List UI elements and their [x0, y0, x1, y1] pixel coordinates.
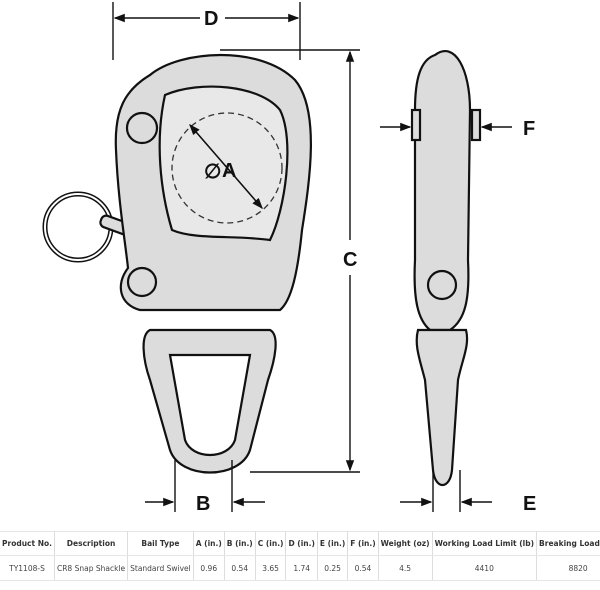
col-header: Product No. — [0, 531, 55, 556]
cell-working-load-limit: 4410 — [432, 555, 538, 581]
col-header: B (in.) — [224, 531, 256, 556]
cell-d: 1.74 — [285, 555, 318, 581]
table-header-row: Product No. Description Bail Type A (in.… — [0, 531, 600, 556]
cell-bail-type: Standard Swivel — [127, 555, 194, 581]
col-header: Weight (oz) — [378, 531, 433, 556]
cell-product-no: TY1108-S — [0, 555, 55, 581]
label-e: E — [523, 493, 536, 515]
col-header: Breaking Load (lb) — [536, 531, 600, 556]
cell-f: 0.54 — [347, 555, 379, 581]
cell-description: CR8 Snap Shackle — [54, 555, 129, 581]
col-header: E (in.) — [317, 531, 349, 556]
cell-breaking-load: 8820 — [536, 555, 600, 581]
col-header: C (in.) — [255, 531, 287, 556]
cell-b: 0.54 — [224, 555, 256, 581]
label-d: D — [204, 8, 218, 30]
snap-shackle-diagram: ∅ A D C F B E — [42, 2, 536, 515]
cell-weight: 4.5 — [378, 555, 433, 581]
label-b: B — [196, 493, 210, 515]
col-header: Working Load Limit (lb) — [432, 531, 538, 556]
col-header: Bail Type — [127, 531, 194, 556]
label-a: A — [222, 160, 236, 182]
diameter-symbol: ∅ — [204, 161, 221, 183]
cell-c: 3.65 — [255, 555, 287, 581]
col-header: Description — [54, 531, 129, 556]
label-c: C — [343, 249, 357, 271]
cell-a: 0.96 — [193, 555, 225, 581]
specifications-table: Product No. Description Bail Type A (in.… — [0, 531, 600, 581]
col-header: D (in.) — [285, 531, 318, 556]
table-row: TY1108-S CR8 Snap Shackle Standard Swive… — [0, 555, 600, 581]
cell-e: 0.25 — [317, 555, 349, 581]
col-header: A (in.) — [193, 531, 225, 556]
col-header: F (in.) — [347, 531, 379, 556]
label-f: F — [523, 118, 535, 140]
